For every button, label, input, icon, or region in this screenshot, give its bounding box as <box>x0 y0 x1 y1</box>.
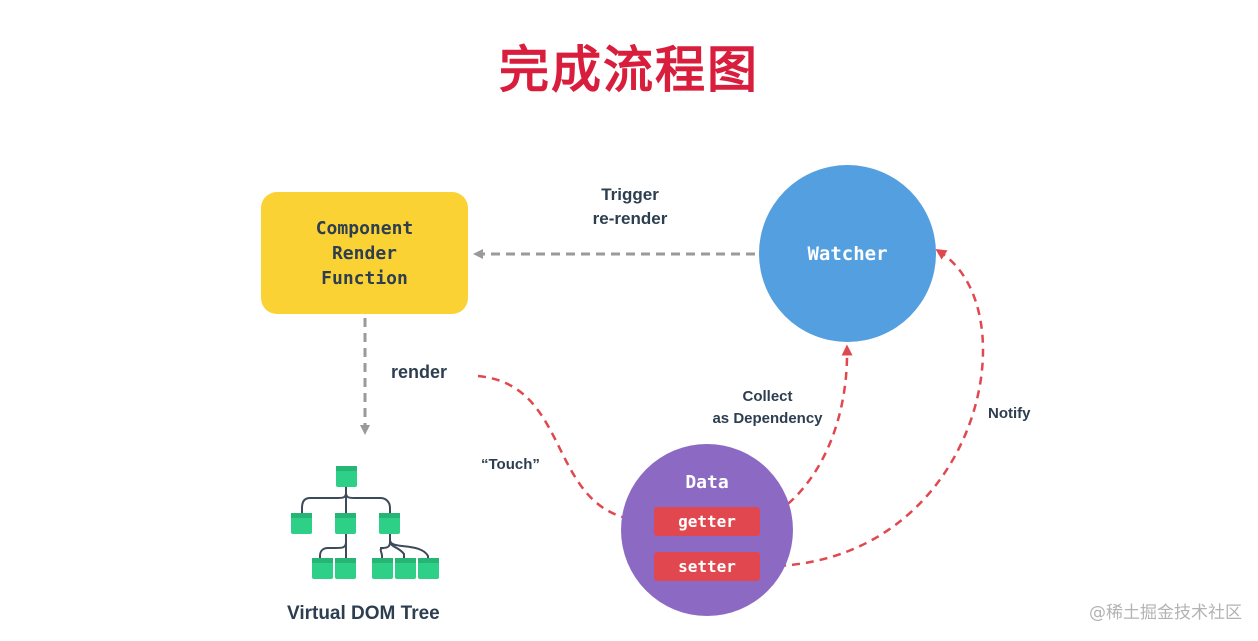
component-line-2: Render <box>331 242 397 264</box>
collect-label-line-1: Collect <box>742 388 793 405</box>
collect-label-line-2: as Dependency <box>712 410 823 427</box>
trigger-label-line-1: Trigger <box>601 185 659 204</box>
render-label: render <box>391 362 448 382</box>
collect-dependency-label: Collect as Dependency <box>700 386 835 430</box>
data-node: Data getter setter <box>621 444 793 616</box>
setter-pill: setter <box>654 552 760 581</box>
getter-pill: getter <box>654 507 760 536</box>
touch-arrow <box>477 374 651 527</box>
watcher-label: Watcher <box>807 242 888 265</box>
component-render-function-node: Component Render Function <box>261 192 468 314</box>
virtual-dom-tree-label: Virtual DOM Tree <box>287 603 440 624</box>
watermark: @稀土掘金技术社区 <box>1089 603 1242 623</box>
collect-dependency-arrow <box>764 344 853 522</box>
trigger-label-line-2: re-render <box>592 209 668 228</box>
watcher-node: Watcher <box>759 165 936 342</box>
touch-label: “Touch” <box>481 456 540 473</box>
component-line-3: Function <box>321 267 408 289</box>
page-title: 完成流程图 <box>499 41 759 99</box>
component-line-1: Component <box>315 217 414 239</box>
virtual-dom-tree-icon <box>291 466 439 579</box>
notify-label: Notify <box>988 405 1031 422</box>
trigger-rerender-label: Trigger re-render <box>560 183 700 231</box>
notify-arrow <box>777 249 985 568</box>
data-title: Data <box>685 472 729 493</box>
